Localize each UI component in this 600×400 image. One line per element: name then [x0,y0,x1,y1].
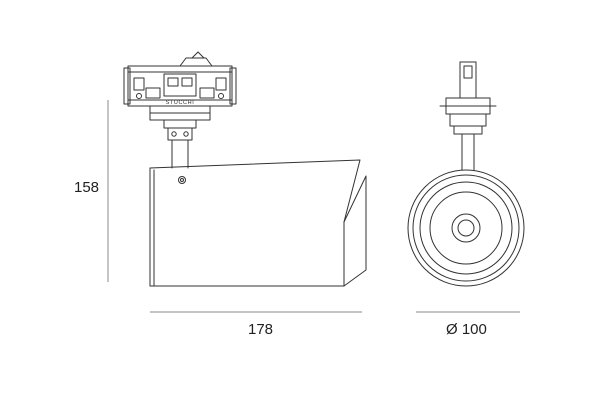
side-view [123,51,367,287]
spotlight-body-side [149,159,367,287]
front-stem [461,133,475,171]
logo-text: STUCCHI [166,100,195,106]
front-view [407,61,525,287]
track-adapter [123,51,237,141]
diameter-dimension-label: Ø 100 [446,321,487,338]
height-dimension-label: 158 [74,179,100,196]
spotlight-front [407,169,525,287]
stem [171,139,189,169]
length-dimension-label: 178 [248,321,274,338]
front-adapter [439,61,497,135]
